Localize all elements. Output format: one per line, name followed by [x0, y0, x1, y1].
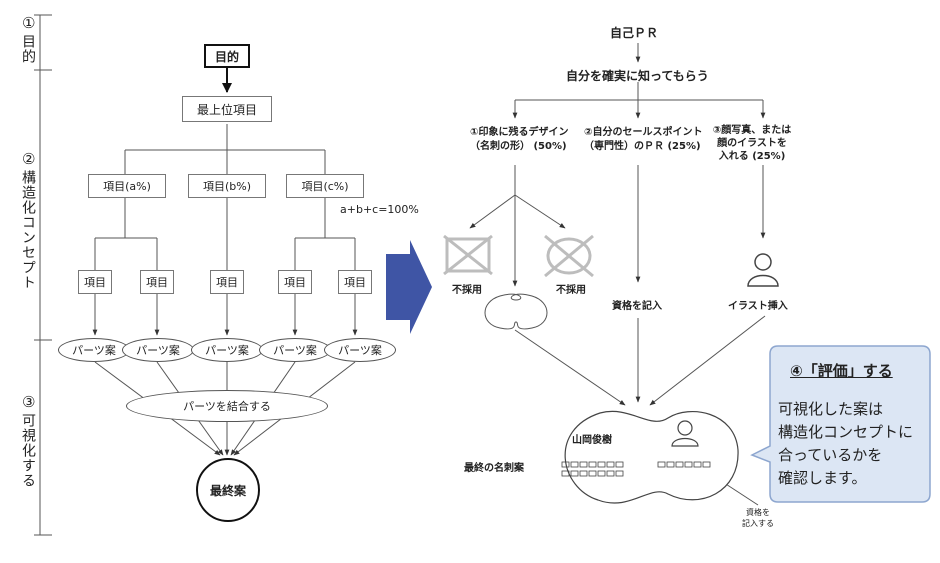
parts-ellipse: パーツ案 — [191, 338, 263, 362]
sum-note: a+b+c=100% — [340, 203, 419, 216]
qual-placeholder-boxes — [561, 461, 711, 477]
top-item-node: 最上位項目 — [182, 96, 272, 122]
evaluate-callout: ④「評価」する 可視化した案は 構造化コンセプトに 合っているかを 確認します。 — [768, 346, 930, 502]
rejected-oval-icon — [544, 234, 594, 278]
final-card-shape — [564, 410, 739, 504]
item-b-node: 項目(b%) — [188, 174, 266, 198]
item-a-node: 項目(a%) — [88, 174, 166, 198]
write-qual-label: 資格を記入 — [612, 301, 662, 312]
parts-ellipse: パーツ案 — [324, 338, 396, 362]
transition-arrow — [386, 240, 432, 334]
leaf-item: 項目 — [140, 270, 174, 294]
option3-line2: 顔のイラストを — [717, 138, 787, 149]
callout-body: 可視化した案は 構造化コンセプトに 合っているかを 確認します。 — [778, 398, 913, 490]
option2-text: ②自分のセールスポイント （専門性）のＰＲ (25%) — [584, 126, 703, 154]
insert-illust-label: イラスト挿入 — [728, 301, 788, 312]
card-note-line1: 資格を — [746, 508, 770, 517]
option1-line1: ①印象に残るデザイン — [470, 127, 569, 138]
rejected-label-2: 不採用 — [556, 285, 586, 296]
section2-number: ② — [22, 150, 36, 168]
section1-number: ① — [22, 14, 36, 32]
option3-text: ③顔写真、または 顔のイラストを 入れる (25%) — [706, 124, 798, 163]
card-person-icon — [671, 420, 699, 447]
parts-ellipse: パーツ案 — [122, 338, 194, 362]
callout-line3: 合っているかを — [778, 446, 883, 464]
person-icon — [747, 253, 779, 287]
rejected-label-1: 不採用 — [452, 285, 482, 296]
section1-title: 目的 — [20, 34, 36, 64]
card-name: 山岡俊樹 — [572, 435, 612, 446]
option2-line1: ②自分のセールスポイント — [584, 127, 703, 138]
option3-line3: 入れる (25%) — [718, 151, 786, 162]
right-tree-connectors — [469, 43, 766, 506]
section2-title: 構造化コンセプト — [20, 170, 36, 290]
section-bracket — [34, 14, 52, 536]
final-card-label: 最終の名刺案 — [464, 463, 524, 474]
combine-ellipse: パーツを結合する — [126, 390, 328, 422]
parts-ellipse: パーツ案 — [259, 338, 331, 362]
callout-line1: 可視化した案は — [778, 400, 884, 418]
callout-line4: 確認します。 — [778, 469, 867, 487]
callout-title: ④「評価」する — [790, 362, 893, 380]
section3-number: ③ — [22, 393, 36, 411]
section3-title: 可視化する — [20, 413, 36, 488]
option1-line2: （名刺の形） (50%) — [470, 141, 567, 152]
item-c-node: 項目(c%) — [286, 174, 364, 198]
callout-shape — [750, 345, 931, 503]
peanut-card-shape — [484, 293, 548, 330]
leaf-item: 項目 — [210, 270, 244, 294]
leaf-item: 項目 — [278, 270, 312, 294]
left-tree-connectors — [92, 68, 358, 456]
final-node: 最終案 — [196, 458, 260, 522]
callout-line2: 構造化コンセプトに — [778, 423, 914, 441]
self-pr-title: 自己ＰＲ — [610, 26, 659, 40]
leaf-item: 項目 — [338, 270, 372, 294]
card-note-line2: 記入する — [742, 519, 774, 528]
leaf-item: 項目 — [78, 270, 112, 294]
option2-line2: （専門性）のＰＲ (25%) — [584, 141, 701, 152]
parts-ellipse: パーツ案 — [58, 338, 130, 362]
option3-line1: ③顔写真、または — [712, 125, 792, 136]
option1-text: ①印象に残るデザイン （名刺の形） (50%) — [470, 126, 569, 154]
goal-text: 自分を確実に知ってもらう — [566, 69, 709, 83]
purpose-node: 目的 — [204, 44, 250, 68]
card-note: 資格を 記入する — [738, 507, 778, 529]
rejected-rect-icon — [443, 234, 493, 276]
